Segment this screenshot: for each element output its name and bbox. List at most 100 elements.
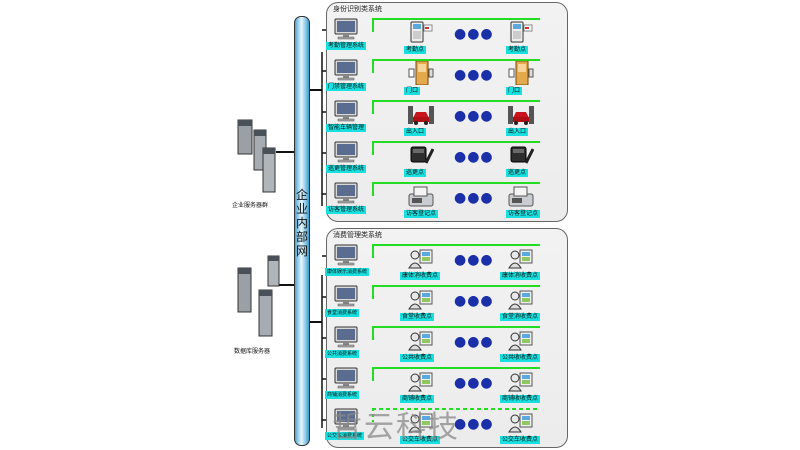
network-link-line <box>372 141 374 155</box>
visitor-register-icon <box>508 186 534 207</box>
right-point-label: 巡更点 <box>506 169 529 177</box>
network-link-line <box>372 100 374 114</box>
computer-monitor-icon <box>334 100 358 122</box>
watermark: 哲云科技 <box>332 410 460 445</box>
computer-monitor-icon <box>334 408 358 430</box>
right-point-label: 商铺收收费点 <box>500 395 541 403</box>
network-link-line <box>372 326 540 328</box>
attendance-terminal-icon <box>510 21 533 43</box>
network-link-line <box>372 244 374 258</box>
network-link-line <box>372 18 540 20</box>
computer-monitor-icon <box>334 18 358 40</box>
system-name-label: 考勤管理系统 <box>326 42 367 50</box>
ellipsis-dots: ●●● <box>454 334 494 350</box>
system-name-label: 康体娱乐消费系统 <box>325 268 370 276</box>
network-link-line <box>372 408 374 422</box>
payment-terminal-icon <box>508 249 533 269</box>
ellipsis-dots: ●●● <box>454 67 494 83</box>
visitor-register-icon <box>408 186 434 207</box>
payment-terminal-icon <box>408 413 433 433</box>
right-point-label: 考勤点 <box>506 46 529 54</box>
computer-monitor-icon <box>334 326 358 348</box>
server-group-label: 企业服务器群 <box>232 202 269 209</box>
panel-title: 消费管理类系统 <box>333 231 382 239</box>
system-name-label: 公共消费系统 <box>325 350 360 358</box>
system-name-label: 智能车辆管理 <box>326 124 367 132</box>
network-link-line <box>372 59 374 73</box>
system-name-label: 访客管理系统 <box>326 206 367 214</box>
network-link-line <box>372 100 540 102</box>
right-point-label: 食堂消收费点 <box>500 313 541 321</box>
ellipsis-dots: ●●● <box>454 293 494 309</box>
ellipsis-dots: ●●● <box>454 375 494 391</box>
right-point-label: 访客登记点 <box>506 210 541 218</box>
panel-title: 身份识别类系统 <box>333 5 382 13</box>
computer-monitor-icon <box>334 285 358 307</box>
system-name-label: 公交车消费系统 <box>325 432 365 440</box>
payment-terminal-icon <box>408 372 433 392</box>
door-access-icon <box>408 61 434 85</box>
ellipsis-dots: ●●● <box>454 252 494 268</box>
ellipsis-dots: ●●● <box>454 149 494 165</box>
right-point-label: 公交车收费点 <box>500 436 541 444</box>
network-link-line <box>372 367 374 381</box>
network-link-line <box>372 326 374 340</box>
left-point-label: 公共收费点 <box>400 354 435 362</box>
ellipsis-dots: ●●● <box>454 416 494 432</box>
system-name-label: 巡更管理系统 <box>326 165 367 173</box>
computer-monitor-icon <box>334 59 358 81</box>
computer-monitor-icon <box>334 367 358 389</box>
ellipsis-dots: ●●● <box>454 108 494 124</box>
left-point-label: 出入口 <box>404 128 427 136</box>
left-point-label: 公交车收费点 <box>400 436 441 444</box>
computer-monitor-icon <box>334 244 358 266</box>
payment-terminal-icon <box>508 331 533 351</box>
left-point-label: 考勤点 <box>404 46 427 54</box>
vehicle-gate-icon <box>508 106 534 125</box>
network-link-line <box>372 244 540 246</box>
ellipsis-dots: ●●● <box>454 26 494 42</box>
payment-terminal-icon <box>408 249 433 269</box>
right-point-label: 康体消收费点 <box>500 272 541 280</box>
computer-monitor-icon <box>334 182 358 204</box>
patrol-point-icon <box>410 146 434 164</box>
patrol-point-icon <box>510 146 534 164</box>
network-link-line <box>372 182 540 184</box>
attendance-terminal-icon <box>410 21 433 43</box>
system-name-label: 食堂消费系统 <box>325 309 360 317</box>
payment-terminal-icon <box>508 372 533 392</box>
network-link-line <box>372 18 374 32</box>
payment-terminal-icon <box>508 290 533 310</box>
left-point-label: 商铺收费点 <box>400 395 435 403</box>
identity-systems-panel: 身份识别类系统 <box>326 2 568 222</box>
payment-terminal-icon <box>408 290 433 310</box>
network-link-line <box>372 59 540 61</box>
network-link-line <box>372 285 374 299</box>
database-server-label: 数据库服务器 <box>234 348 271 355</box>
network-link-line <box>372 408 540 410</box>
system-name-label: 商铺消费系统 <box>325 391 360 399</box>
network-link-line <box>372 182 374 196</box>
left-point-label: 门口 <box>404 87 421 95</box>
system-name-label: 门禁管理系统 <box>326 83 367 91</box>
vehicle-gate-icon <box>408 106 434 125</box>
enterprise-network-bus <box>294 16 310 446</box>
door-access-icon <box>508 61 534 85</box>
left-point-label: 食堂收费点 <box>400 313 435 321</box>
computer-monitor-icon <box>334 141 358 163</box>
left-point-label: 康体消收费点 <box>400 272 441 280</box>
bus-label: 企 业 内 部 网 <box>296 188 309 258</box>
ellipsis-dots: ●●● <box>454 190 494 206</box>
right-point-label: 门口 <box>506 87 523 95</box>
network-link-line <box>372 285 540 287</box>
right-point-label: 出入口 <box>506 128 529 136</box>
payment-terminal-icon <box>508 413 533 433</box>
payment-terminal-icon <box>408 331 433 351</box>
network-link-line <box>372 141 540 143</box>
network-link-line <box>372 367 540 369</box>
right-point-label: 公共收收费点 <box>500 354 541 362</box>
left-point-label: 巡更点 <box>404 169 427 177</box>
left-point-label: 访客登记点 <box>404 210 439 218</box>
